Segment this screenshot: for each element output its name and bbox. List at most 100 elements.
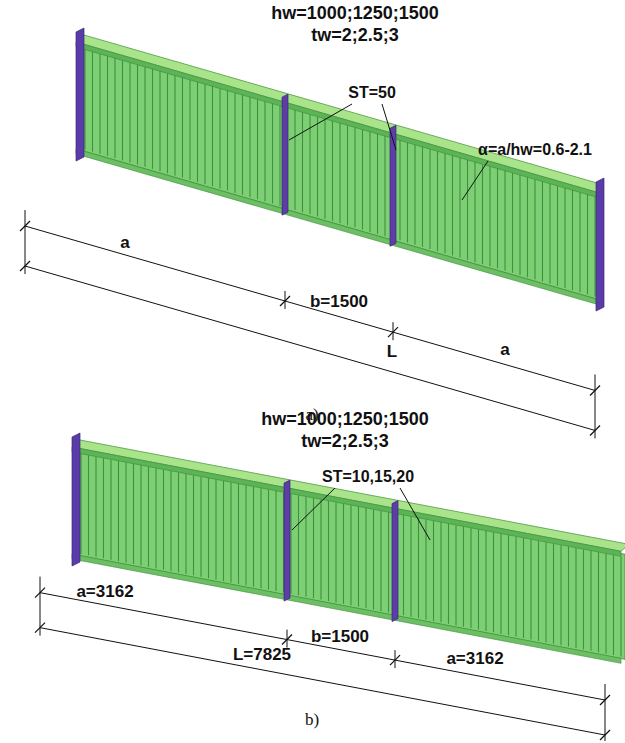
web-rib [302,112,303,212]
web-rib [613,555,614,655]
web-rib [152,69,153,169]
bottom-flange [76,149,596,304]
web-rib [238,484,239,584]
web-rib [448,524,449,624]
web-rib [575,548,576,648]
extension-line [285,291,286,309]
stiffener [390,125,396,246]
bottom-flange [72,554,621,663]
stiffener [284,480,290,601]
web-rib [437,151,438,251]
web-rib [133,464,134,564]
web-rib [410,517,411,617]
web-rib [553,544,554,644]
web-rib [148,467,149,567]
web-rib [275,491,276,591]
dimension-label: a [500,340,509,359]
web-rib [118,461,119,561]
web-rib [590,551,591,651]
web-rib [549,184,550,284]
extension-line [595,374,596,438]
web-rib [452,155,453,255]
dimension-label: b=1500 [310,292,368,311]
web-rib [84,49,85,149]
web-rib [264,101,265,201]
web-rib [193,475,194,575]
web-rib [362,129,363,229]
web-rib [422,147,423,247]
extension-line [393,322,394,340]
dimension-line [25,226,595,390]
web-rib [260,488,261,588]
end-plate [72,433,80,566]
parameter-label: tw=2;2.5;3 [311,25,399,45]
web-rib [155,468,156,568]
web-rib [328,501,329,601]
panel-caption: b) [305,710,319,729]
web-rib [99,54,100,154]
web-rib [504,171,505,271]
top-flange-edge [72,447,621,556]
web-rib [174,75,175,175]
web-rib [467,160,468,260]
stiffener [392,501,398,622]
web-rib [527,177,528,277]
web-rib [88,455,89,555]
web-rib [594,197,595,297]
web-rib [459,158,460,258]
web-rib [245,485,246,585]
top-flange [72,440,625,551]
extension-line [25,210,26,274]
web-rib [107,56,108,156]
web-rib [538,541,539,641]
web-rib [335,502,336,602]
web-rib [140,465,141,565]
extension-line [40,577,41,636]
web-rib [579,192,580,292]
web-rib [478,529,479,629]
web-rib [279,106,280,206]
web-rib [197,82,198,182]
web-rib [519,175,520,275]
web-rib [212,86,213,186]
web-rib [185,474,186,574]
web-rib [587,194,588,294]
web-rib [429,149,430,249]
web-rib [373,510,374,610]
web-rib [568,547,569,647]
parameter-label: tw=2;2.5;3 [301,431,389,451]
leader-line [462,161,488,200]
web-rib [80,454,81,554]
web-rib [440,522,441,622]
web-rib [350,505,351,605]
web-rib [508,535,509,635]
web-rib [178,472,179,572]
web-rib [159,71,160,171]
web-rib [208,478,209,578]
web-rib [444,153,445,253]
web-rib [384,136,385,236]
stiffener-label: ST=10,15,20 [322,468,414,485]
extension-line [395,650,396,668]
web-rib [515,537,516,637]
web-rib [369,132,370,232]
web-rib [92,52,93,152]
web-rib [227,91,228,191]
web-rib [583,549,584,649]
leader-line [400,488,430,540]
web-rib [572,190,573,290]
web-rib [433,521,434,621]
web-rib [234,93,235,193]
web-rib [512,173,513,273]
dimension-label: a=3162 [446,649,503,668]
end-plate [76,28,84,161]
beam-a [20,28,604,438]
web-rib [125,463,126,563]
web-rib [332,121,333,221]
web-rib [189,80,190,180]
web-rib [167,73,168,173]
web-rib [339,123,340,223]
web-rib [219,88,220,188]
web-rib [489,166,490,266]
end-plate [596,178,604,311]
